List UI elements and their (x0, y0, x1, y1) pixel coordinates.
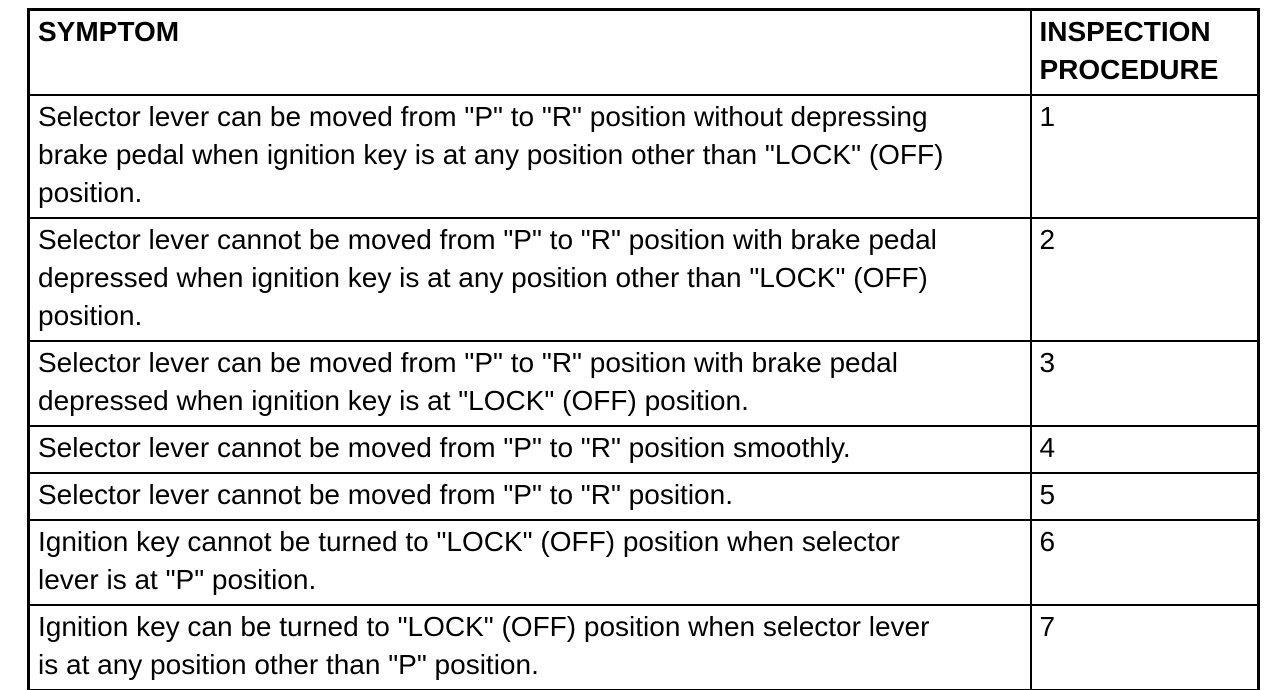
symptom-cell: Selector lever cannot be moved from "P" … (27, 472, 1032, 521)
table-row: Ignition key cannot be turned to "LOCK" … (27, 519, 1260, 606)
symptom-cell: Selector lever can be moved from "P" to … (27, 340, 1032, 427)
inspection-procedure-column-header: INSPECTION PROCEDURE (1029, 8, 1260, 96)
procedure-cell: 7 (1029, 604, 1260, 690)
symptom-cell: Selector lever cannot be moved from "P" … (27, 425, 1032, 474)
procedure-cell: 3 (1029, 340, 1260, 427)
procedure-cell: 2 (1029, 217, 1260, 342)
symptom-cell: Ignition key cannot be turned to "LOCK" … (27, 519, 1032, 606)
symptom-cell: Ignition key can be turned to "LOCK" (OF… (27, 604, 1032, 690)
symptom-cell: Selector lever cannot be moved from "P" … (27, 217, 1032, 342)
procedure-cell: 4 (1029, 425, 1260, 474)
table-row: Selector lever cannot be moved from "P" … (27, 217, 1260, 342)
symptom-column-header: SYMPTOM (27, 8, 1032, 96)
procedure-cell: 5 (1029, 472, 1260, 521)
table-row: Selector lever can be moved from "P" to … (27, 340, 1260, 427)
symptom-cell: Selector lever can be moved from "P" to … (27, 94, 1032, 219)
header-row: SYMPTOM INSPECTION PROCEDURE (27, 8, 1260, 96)
table-row: Ignition key can be turned to "LOCK" (OF… (27, 604, 1260, 690)
table-row: Selector lever can be moved from "P" to … (27, 94, 1260, 219)
procedure-cell: 1 (1029, 94, 1260, 219)
table-row: Selector lever cannot be moved from "P" … (27, 472, 1260, 521)
symptom-inspection-table: SYMPTOM INSPECTION PROCEDURE Selector le… (27, 8, 1260, 690)
procedure-cell: 6 (1029, 519, 1260, 606)
table-row: Selector lever cannot be moved from "P" … (27, 425, 1260, 474)
